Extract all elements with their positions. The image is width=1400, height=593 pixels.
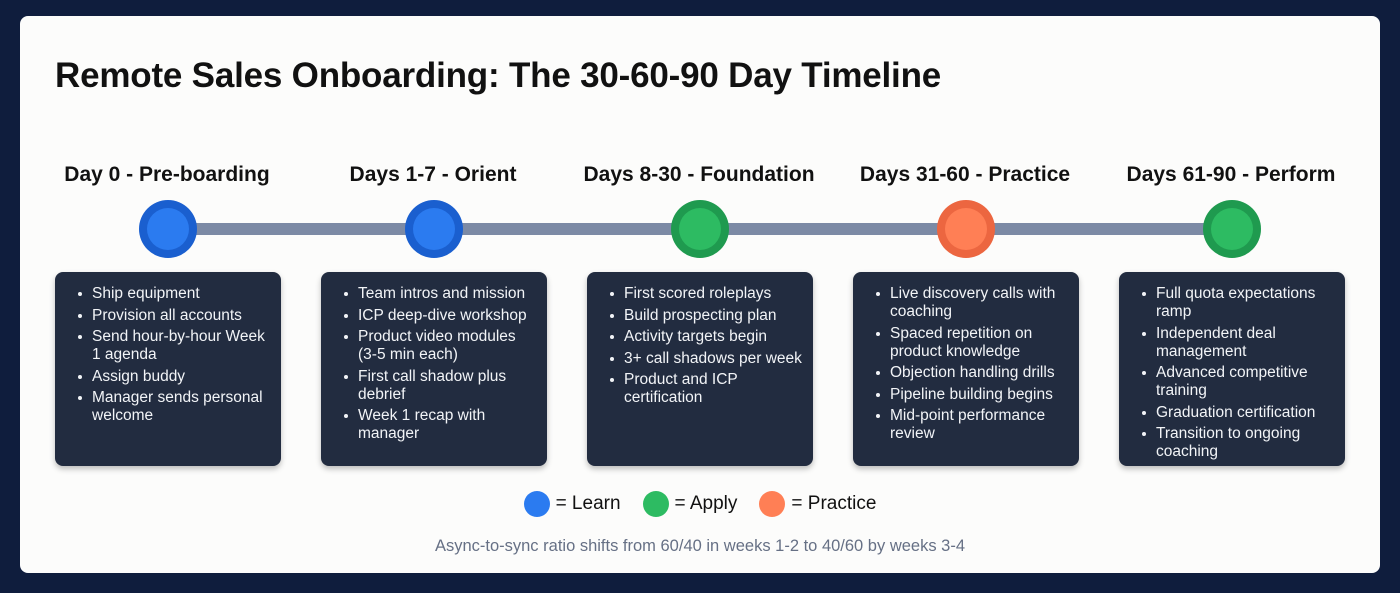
apply-dot-icon [642,491,669,517]
task-item: Provision all accounts [75,307,271,325]
task-item: Pipeline building begins [873,386,1069,404]
task-item: Ship equipment [75,285,271,303]
task-item: Advanced competitive training [1139,364,1335,400]
legend-item-learn: = Learn [523,491,621,517]
legend-label: = Learn [555,493,621,514]
footnote: Async-to-sync ratio shifts from 60/40 in… [434,537,966,555]
legend-label: = Practice [791,493,877,514]
apply-node-icon [671,200,729,258]
timeline-card: Remote Sales Onboarding: The 30-60-90 Da… [20,16,1380,573]
practice-dot-icon [759,491,786,517]
learn-dot-icon [523,491,550,517]
page-title: Remote Sales Onboarding: The 30-60-90 Da… [55,56,942,95]
task-item: 3+ call shadows per week [607,350,803,368]
learn-node-icon [405,200,463,258]
task-item: First call shadow plus debrief [341,368,537,404]
stage-tasks-box: First scored roleplays Build prospecting… [587,272,813,466]
stage-tasks-box: Team intros and mission ICP deep-dive wo… [321,272,547,466]
task-item: Mid-point performance review [873,407,1069,443]
stage-heading: Days 1-7 - Orient [349,163,517,186]
task-item: First scored roleplays [607,285,803,303]
apply-node-icon [1203,200,1261,258]
stage-heading: Day 0 - Pre-boarding [64,163,270,186]
stage-heading: Days 8-30 - Foundation [583,163,815,186]
task-item: Team intros and mission [341,285,537,303]
task-item: Build prospecting plan [607,307,803,325]
stage-tasks-box: Live discovery calls with coaching Space… [853,272,1079,466]
stage-heading: Days 31-60 - Practice [859,163,1071,186]
legend-label: = Apply [674,493,738,514]
task-item: Objection handling drills [873,364,1069,382]
task-item: Graduation certification [1139,404,1335,422]
task-item: Product and ICP certification [607,371,803,407]
legend-item-practice: = Practice [759,491,876,517]
task-item: Manager sends personal welcome [75,389,271,425]
task-item: Full quota expectations ramp [1139,285,1335,321]
task-item: Transition to ongoing coaching [1139,425,1335,461]
legend: = Learn = Apply = Practice [20,491,1380,517]
task-item: Activity targets begin [607,328,803,346]
task-item: Week 1 recap with manager [341,407,537,443]
task-item: Spaced repetition on product knowledge [873,325,1069,361]
legend-item-apply: = Apply [642,491,738,517]
stage-tasks-box: Ship equipment Provision all accounts Se… [55,272,281,466]
task-item: Send hour-by-hour Week 1 agenda [75,328,271,364]
task-item: Product video modules (3-5 min each) [341,328,537,364]
stage-heading: Days 61-90 - Perform [1126,163,1336,186]
task-item: Independent deal management [1139,325,1335,361]
task-item: ICP deep-dive workshop [341,307,537,325]
learn-node-icon [139,200,197,258]
stage-tasks-box: Full quota expectations ramp Independent… [1119,272,1345,466]
practice-node-icon [937,200,995,258]
task-item: Live discovery calls with coaching [873,285,1069,321]
task-item: Assign buddy [75,368,271,386]
